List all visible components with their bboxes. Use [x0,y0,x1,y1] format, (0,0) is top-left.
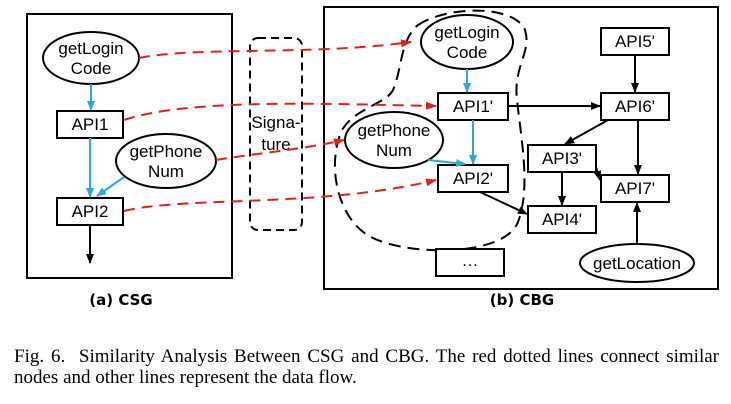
cbg-node-api6 [600,92,670,121]
cbg-panel-label: (b) CBG [490,291,554,309]
csg-edge-getphonenum-api2 [96,176,125,197]
cbg-node-api3 [527,144,597,173]
cbg-node-getphonenum-line2: Num [376,141,412,160]
cbg-node-getlogincode-line1: getLogin [434,23,499,42]
cbg-node-api3-label: API3' [542,149,582,168]
signature-box [249,37,303,231]
csg-panel-label: (a) CSG [89,291,152,309]
cbg-node-getlogincode-line2: Code [447,43,488,62]
cbg-node-getphonenum [344,111,444,169]
cbg-node-api1 [437,92,509,121]
cbg-node-more [435,248,505,277]
cbg-edge-api3-api7 [593,166,602,181]
cbg-node-api7-label: API7' [615,179,655,198]
cbg-edge-api2-api4 [479,191,528,215]
similarity-link-getphonenum [215,138,345,161]
similarity-link-getlogincode [138,39,412,59]
cbg-node-getlocation-label: getLocation [593,254,681,273]
cbg-node-api4-label: API4' [542,210,582,229]
signature-label-line2: ture [261,135,290,154]
cbg-similar-cluster [334,9,528,252]
cbg-edge-getphonenum-api2 [427,159,466,168]
figure-caption-number: Fig. 6. [14,346,66,367]
similarity-diagram: getLogin Code API1 getPhone Num API2 (a)… [26,6,719,309]
signature-label-line1: Signa- [251,113,300,132]
figure-caption: Fig. 6. Similarity Analysis Between CSG … [14,346,719,388]
csg-node-api1-label: API1 [72,115,109,134]
csg-node-getphonenum-line2: Num [148,162,184,181]
csg-node-getphonenum-line1: getPhone [130,142,203,161]
cbg-node-api2-label: API2' [453,169,493,188]
cbg-node-api4 [527,205,597,234]
cbg-node-api5-label: API5' [615,32,655,51]
csg-node-getlogincode-line2: Code [71,59,112,78]
figure-caption-text: Similarity Analysis Between CSG and CBG.… [14,346,719,388]
csg-node-api2-label: API2 [72,202,109,221]
cbg-node-api1-label: API1' [453,97,493,116]
similarity-link-api1 [123,101,437,121]
csg-node-getlogincode-line1: getLogin [58,39,123,58]
cbg-node-api2 [437,164,509,193]
similarity-link-api2 [123,178,437,212]
cbg-edge-api6-api3 [564,119,609,145]
cbg-node-getphonenum-line1: getPhone [358,121,431,140]
csg-node-getphonenum [115,133,217,189]
cbg-node-more-label: … [462,251,479,270]
csg-panel [26,13,233,279]
csg-node-api2 [56,197,124,226]
cbg-panel [323,6,719,290]
cbg-node-api6-label: API6' [615,97,655,116]
